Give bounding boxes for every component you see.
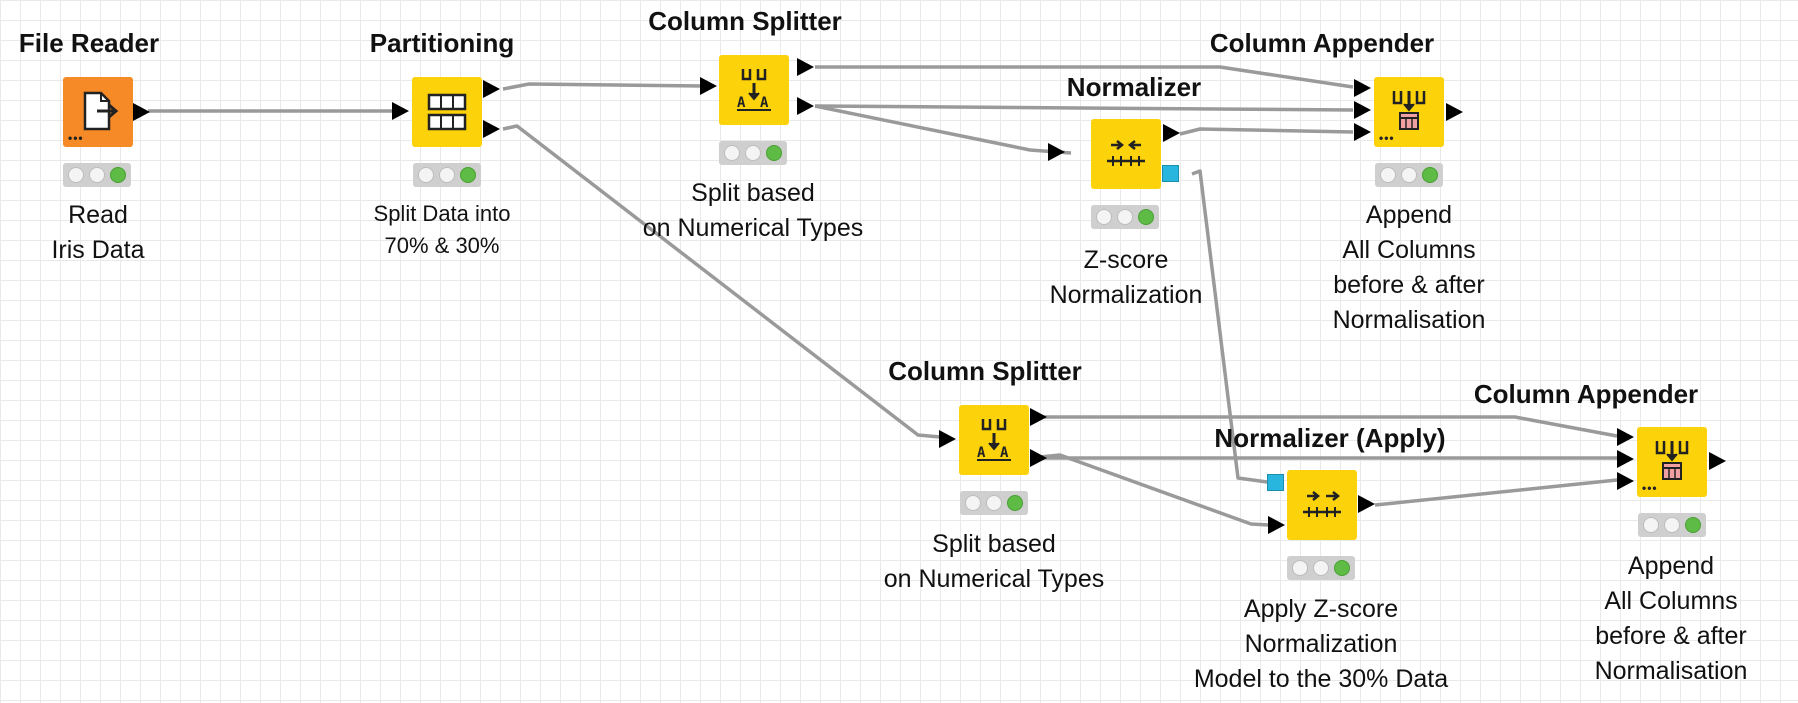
wire-column-splitter-2-to-column-appender-2-top[interactable] — [1030, 415, 1618, 438]
input-port[interactable] — [392, 102, 409, 120]
traffic-light-status — [719, 141, 787, 165]
column-appender-2-node[interactable]: ••• — [1637, 427, 1707, 497]
column-splitter-icon: A A — [737, 69, 771, 111]
traffic-light-status — [1375, 163, 1443, 187]
node-title-column-appender-2: Column Appender — [1473, 379, 1699, 409]
wire-partitioning-to-column-splitter-1[interactable] — [502, 82, 704, 91]
input-port[interactable] — [1354, 79, 1371, 97]
traffic-light-status — [1287, 556, 1355, 580]
traffic-light-status — [1091, 205, 1159, 229]
output-port[interactable] — [1709, 452, 1726, 470]
wire-partitioning-to-column-splitter-2[interactable] — [502, 124, 941, 439]
column-splitter-2-node[interactable]: A A — [959, 405, 1029, 475]
node-title-column-splitter-1: Column Splitter — [648, 6, 842, 36]
traffic-light-status — [1638, 513, 1706, 537]
output-port[interactable] — [797, 97, 814, 115]
input-port[interactable] — [1354, 123, 1371, 141]
output-port[interactable] — [133, 103, 150, 121]
node-context-menu-icon[interactable]: ••• — [68, 131, 84, 145]
node-context-menu-icon[interactable]: ••• — [1379, 131, 1395, 145]
partitioning-icon — [427, 93, 467, 131]
input-port[interactable] — [939, 430, 956, 448]
column-appender-icon — [1655, 441, 1689, 480]
wire-column-splitter-1-to-column-appender-1-mid[interactable] — [814, 104, 1354, 112]
output-port[interactable] — [483, 80, 500, 98]
normalizer-node[interactable] — [1091, 119, 1161, 189]
output-port[interactable] — [1030, 408, 1047, 426]
model-output-port[interactable] — [1162, 165, 1179, 182]
file-reader-icon — [83, 91, 119, 131]
output-port[interactable] — [797, 58, 814, 76]
file-reader-node[interactable]: ••• — [63, 77, 133, 147]
traffic-light-status — [413, 163, 481, 187]
normalizer-icon — [1107, 140, 1145, 166]
svg-text:A: A — [760, 95, 769, 111]
node-context-menu-icon[interactable]: ••• — [1642, 481, 1658, 495]
model-input-port[interactable] — [1267, 474, 1284, 491]
node-title-normalizer-apply: Normalizer (Apply) — [1214, 423, 1446, 453]
output-port[interactable] — [483, 120, 500, 138]
column-splitter-1-node[interactable]: A A — [719, 55, 789, 125]
node-title-column-splitter-2: Column Splitter — [888, 356, 1082, 386]
node-title-normalizer: Normalizer — [1066, 72, 1202, 102]
output-port[interactable] — [1030, 449, 1047, 467]
input-port[interactable] — [1354, 101, 1371, 119]
input-port[interactable] — [1617, 450, 1634, 468]
node-description-partitioning: Split Data into 70% & 30% — [373, 201, 511, 258]
output-port[interactable] — [1163, 124, 1180, 142]
input-port[interactable] — [1617, 428, 1634, 446]
wire-column-splitter-2-to-normalizer-apply[interactable] — [1029, 453, 1270, 527]
node-description-column-splitter-1: Split based on Numerical Types — [642, 179, 864, 242]
input-port[interactable] — [700, 77, 717, 95]
node-description-column-appender-1: Append All Columns before & after Normal… — [1332, 201, 1486, 334]
node-title-file-reader: File Reader — [18, 28, 160, 58]
input-port[interactable] — [1048, 143, 1065, 161]
normalizer-apply-node[interactable] — [1287, 470, 1357, 540]
node-description-column-splitter-2: Split based on Numerical Types — [883, 530, 1105, 593]
output-port[interactable] — [1446, 103, 1463, 121]
node-title-column-appender-1: Column Appender — [1209, 28, 1435, 58]
wire-normalizer-to-column-appender-1[interactable] — [1179, 127, 1354, 136]
node-description-file-reader: Read Iris Data — [51, 201, 145, 264]
traffic-light-status — [960, 491, 1028, 515]
partitioning-node[interactable] — [412, 77, 482, 147]
wire-column-splitter-1-to-normalizer[interactable] — [814, 104, 1072, 155]
svg-text:A: A — [737, 95, 746, 111]
wire-normalizer-apply-to-column-appender-2[interactable] — [1374, 478, 1618, 507]
wire-normalizer-to-normalizer-apply[interactable] — [1191, 169, 1268, 484]
node-description-normalizer-apply: Apply Z-score Normalization Model to the… — [1193, 595, 1449, 693]
input-port[interactable] — [1268, 516, 1285, 534]
column-appender-1-node[interactable]: ••• — [1374, 77, 1444, 147]
traffic-light-status — [63, 163, 131, 187]
node-description-normalizer: Z-score Normalization — [1049, 246, 1203, 309]
wire-column-splitter-1-to-column-appender-1-top[interactable] — [815, 65, 1354, 89]
node-title-partitioning: Partitioning — [369, 28, 515, 58]
normalizer-apply-icon — [1303, 491, 1341, 517]
input-port[interactable] — [1617, 472, 1634, 490]
column-splitter-icon: A A — [977, 419, 1011, 461]
output-port[interactable] — [1358, 495, 1375, 513]
node-description-column-appender-2: Append All Columns before & after Normal… — [1594, 552, 1748, 685]
svg-text:A: A — [1000, 445, 1009, 461]
column-appender-icon — [1392, 91, 1426, 130]
svg-text:A: A — [977, 445, 986, 461]
